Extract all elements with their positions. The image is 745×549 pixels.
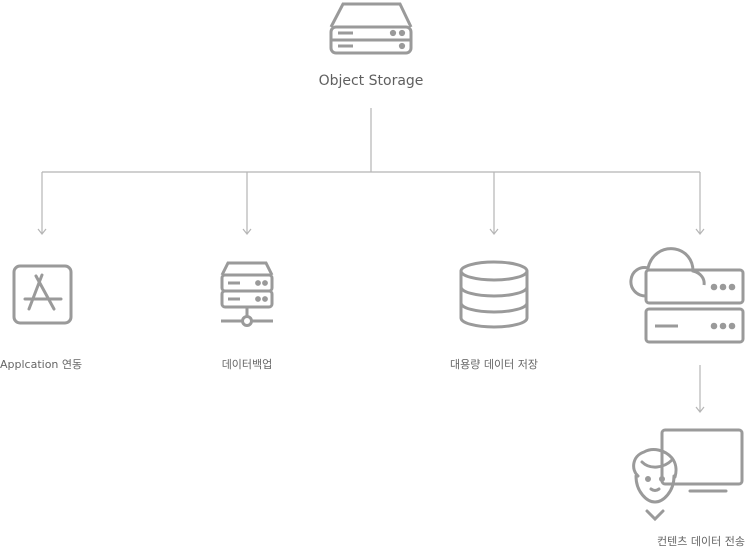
app-store-icon [12,264,73,325]
root-label: Object Storage [318,73,424,89]
child-label-app: Applcation 연동 [0,358,83,371]
leaf-label: 컨텐츠 데이터 전송 [657,535,745,548]
arrow-head-cloud [695,228,705,235]
connectors [37,108,705,413]
arrow-head-app [37,228,47,235]
server-icon [329,2,413,55]
user-monitor-icon [632,428,744,522]
network-server-icon [220,261,274,327]
cloud-server-icon [629,247,745,344]
arrow-head-storage [489,228,499,235]
child-label-backup: 데이터백업 [221,358,273,371]
database-icon [459,260,529,329]
arrow-head-leaf [695,406,705,413]
arrow-head-backup [242,228,252,235]
child-label-storage: 대용량 데이터 저장 [450,358,538,371]
